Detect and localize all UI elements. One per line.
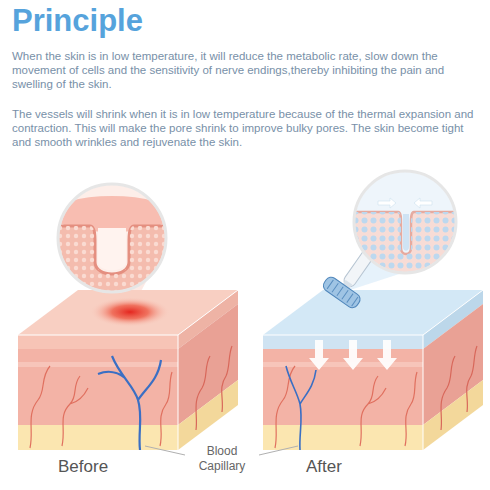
skin-block-after <box>263 425 423 450</box>
pore-inset-before <box>52 183 172 300</box>
page-title: Principle <box>12 3 143 39</box>
skin-block-before <box>62 376 88 446</box>
pore-inset-before <box>55 226 170 300</box>
pore-inset-before <box>58 184 166 292</box>
skin-block-before <box>18 335 178 349</box>
cold-arrow <box>343 340 363 370</box>
figure-label: After <box>306 457 342 477</box>
skin-block-before <box>160 372 172 446</box>
pore-inset-before <box>55 226 170 300</box>
cold-arrow <box>309 340 397 370</box>
skin-block-after <box>286 366 316 450</box>
pore-inset-before <box>52 183 172 300</box>
skin-block-after <box>263 362 423 367</box>
skin-block-after <box>423 380 483 450</box>
skin-block-after <box>263 290 483 335</box>
skin-block-before <box>196 356 210 430</box>
pore-inset-after <box>353 170 457 274</box>
pore-inset-before <box>98 228 126 270</box>
pore-inset-after <box>354 171 456 273</box>
skin-block-after <box>360 376 386 446</box>
skin-block-before <box>18 290 238 450</box>
skin-block-after <box>263 335 423 349</box>
skin-block-before <box>98 356 161 450</box>
cold-arrow <box>377 340 397 370</box>
leader-line <box>259 446 298 455</box>
pore-inset-after <box>353 170 458 275</box>
skin-block-after <box>405 372 417 446</box>
skin-block-before <box>18 425 178 450</box>
pore-inset-after <box>353 212 458 275</box>
skin-block-after <box>441 356 455 430</box>
skin-block-after <box>467 346 477 412</box>
callout-label: Blood Capillary <box>190 444 254 474</box>
body-paragraph: The vessels will shrink when it is in lo… <box>12 107 480 149</box>
pore-inset-after <box>414 198 432 208</box>
leader-line <box>145 446 185 455</box>
skin-block-after <box>275 366 295 448</box>
skin-block-after <box>263 290 483 450</box>
skin-block-before <box>18 362 178 367</box>
skin-block-before <box>178 380 238 450</box>
skin-block-before <box>90 297 170 327</box>
skin-block-before <box>178 335 179 450</box>
skin-block-before <box>222 346 232 412</box>
pore-inset-after <box>353 212 458 275</box>
pore-inset-after <box>353 170 458 275</box>
skin-block-after <box>423 335 424 450</box>
pore-inset-after <box>353 170 458 275</box>
pore-inset-after <box>378 198 396 208</box>
cold-arrow <box>309 340 329 370</box>
ice-roller <box>327 280 358 306</box>
pore-inset-after <box>403 214 409 251</box>
skin-block-before <box>30 366 50 448</box>
skin-block-before <box>18 290 238 335</box>
skin-block-after <box>263 349 423 425</box>
figure-label: Before <box>58 457 108 477</box>
skin-block-before <box>18 349 178 425</box>
ice-roller <box>321 275 362 310</box>
body-paragraph: When the skin is in low temperature, it … <box>12 49 480 91</box>
